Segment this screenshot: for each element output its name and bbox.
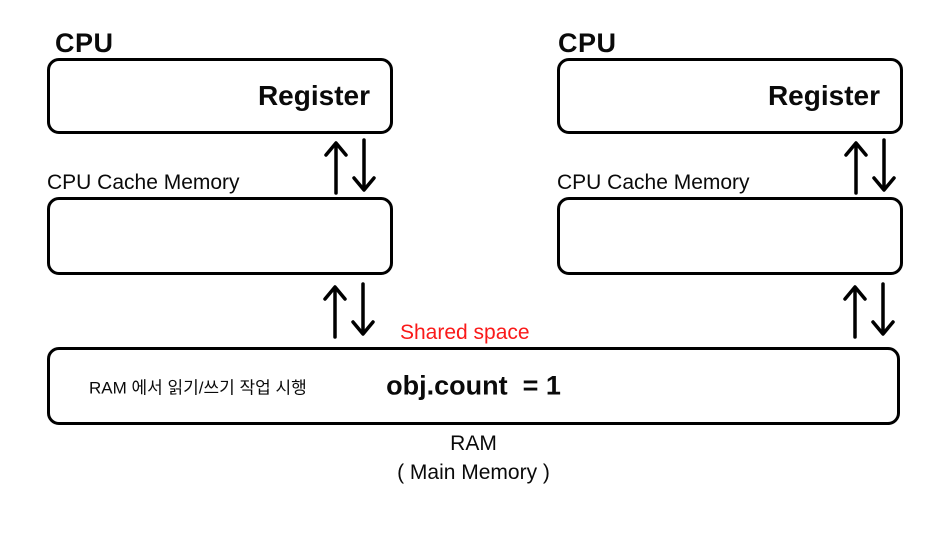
arrow-down-icon xyxy=(352,138,376,192)
ram-box: RAM 에서 읽기/쓰기 작업 시행 obj.count = 1 xyxy=(47,347,900,425)
arrow-down-icon xyxy=(351,282,375,336)
cpu-left-register-box: Register xyxy=(47,58,393,134)
ram-value-text: obj.count = 1 xyxy=(386,370,561,401)
ram-caption: RAM ( Main Memory ) xyxy=(47,429,900,487)
shared-space-label: Shared space xyxy=(400,321,530,344)
ram-caption-subtitle: ( Main Memory ) xyxy=(397,461,550,484)
cpu-right-cache-box xyxy=(557,197,903,275)
cpu-left-cache-ram-arrows xyxy=(317,282,377,339)
arrow-down-icon xyxy=(871,282,895,336)
ram-caption-title: RAM xyxy=(450,432,497,455)
cpu-left-title: CPU xyxy=(55,28,114,58)
cpu-right-title: CPU xyxy=(558,28,617,58)
cpu-left-cache-label: CPU Cache Memory xyxy=(47,171,240,194)
cpu-left-register-cache-arrows xyxy=(318,138,378,195)
arrow-up-icon xyxy=(323,285,347,339)
arrow-up-icon xyxy=(843,285,867,339)
arrow-up-icon xyxy=(844,141,868,195)
cpu-right-cache-label: CPU Cache Memory xyxy=(557,171,750,194)
cpu-right-register-cache-arrows xyxy=(838,138,898,195)
cpu-left-cache-box xyxy=(47,197,393,275)
arrow-down-icon xyxy=(872,138,896,192)
cpu-left-register-label: Register xyxy=(257,80,370,111)
cpu-right-register-box: Register xyxy=(557,58,903,134)
ram-korean-note: RAM 에서 읽기/쓰기 작업 시행 xyxy=(89,378,307,398)
arrow-up-icon xyxy=(324,141,348,195)
cpu-right-register-label: Register xyxy=(767,80,880,111)
cpu-right-cache-ram-arrows xyxy=(837,282,897,339)
